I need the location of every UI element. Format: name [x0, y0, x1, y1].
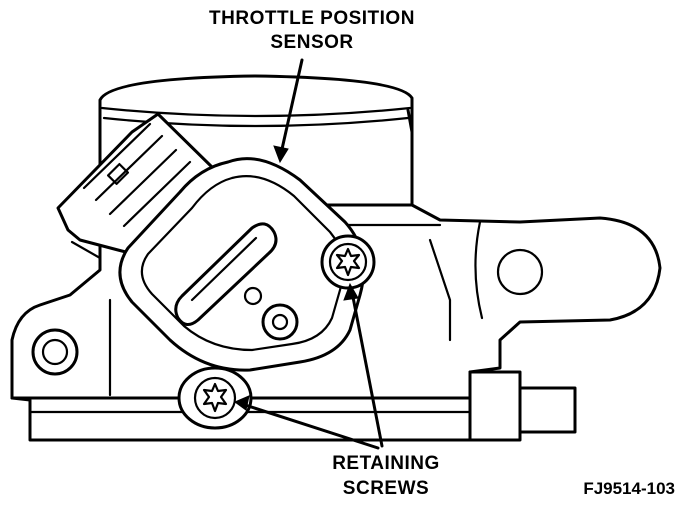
- figure-id: FJ9514-103: [583, 479, 675, 498]
- label-retaining: RETAINING: [332, 453, 440, 474]
- retaining-screw-upper: [320, 234, 376, 290]
- label-throttle-position: THROTTLE POSITION: [209, 8, 415, 29]
- lower-screw-arrowhead: [233, 395, 250, 411]
- label-screws: SCREWS: [343, 478, 429, 499]
- throttle-position-sensor: [118, 157, 366, 372]
- leader-lines: [233, 58, 384, 450]
- label-sensor: SENSOR: [270, 32, 353, 53]
- upper-screw-arrowhead: [343, 282, 359, 301]
- tps-arrowhead: [273, 145, 289, 164]
- retaining-screw-lower: [177, 366, 253, 430]
